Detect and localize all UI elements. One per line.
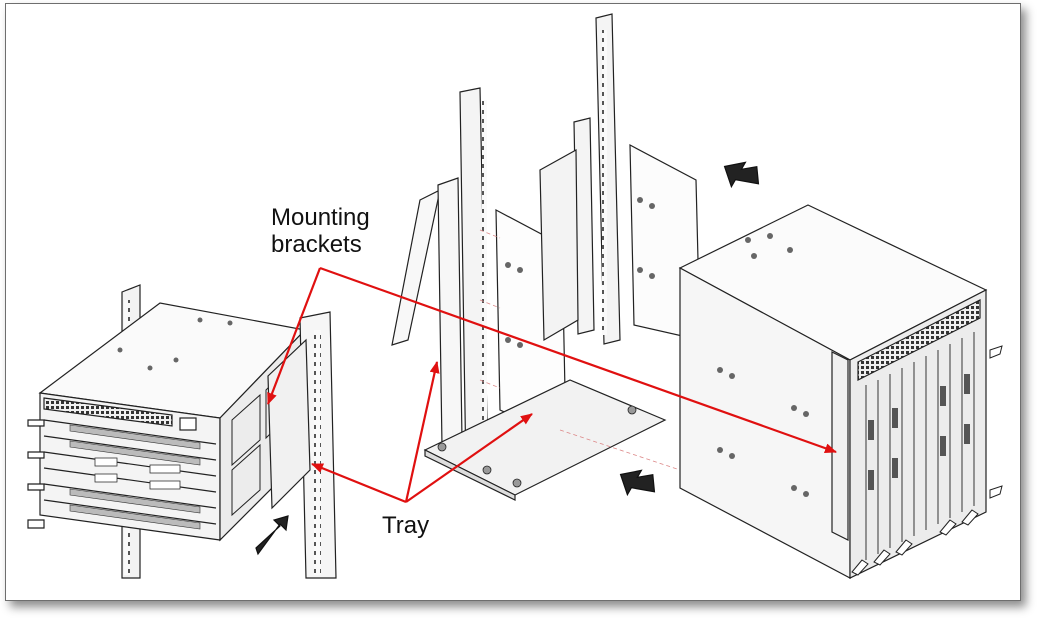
right-chassis xyxy=(678,204,1003,579)
callout-arrow-tray-left xyxy=(311,462,407,504)
callout-arrow-tray-center xyxy=(404,361,440,503)
mounting-brackets-label-line1: Mounting xyxy=(271,204,370,231)
mounting-brackets-label-line2: brackets xyxy=(271,231,362,258)
callout-arrow-right-bracket xyxy=(319,266,837,454)
callout-arrow-tray-right xyxy=(405,413,533,503)
callout-arrow-left-bracket xyxy=(266,267,322,405)
callout-arrows xyxy=(266,266,837,504)
left-rack-assembly xyxy=(27,284,337,579)
mounting-brackets-label: Mounting brackets xyxy=(271,204,370,258)
tray-label: Tray xyxy=(382,512,430,539)
